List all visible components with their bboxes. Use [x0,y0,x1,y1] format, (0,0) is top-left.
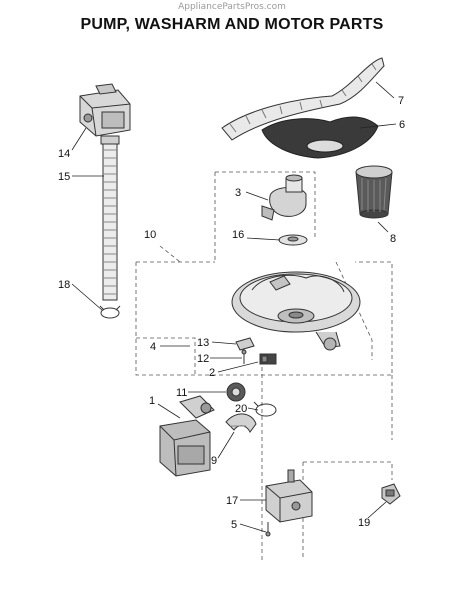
callout-15: 15 [58,171,70,183]
hose-clamp [99,305,121,319]
callout-labels: 7 6 14 15 3 8 10 16 18 13 4 12 2 1 11 20… [58,95,405,531]
callout-19: 19 [358,517,370,529]
spray-arm-mount [261,174,307,221]
callout-11: 11 [176,387,187,399]
clip [235,337,255,351]
watermark: AppliancePartsPros.com [178,2,286,12]
screw [241,349,247,364]
pump-motor [159,395,215,477]
filter-plate [261,116,379,159]
callout-5: 5 [231,519,237,531]
callout-10: 10 [144,229,156,241]
callout-9: 9 [211,455,217,467]
seal-block [259,353,277,365]
grommet [226,382,246,402]
assembly-outlines [135,171,393,560]
callout-18: 18 [58,279,70,291]
sump-housing [231,271,361,351]
callout-20: 20 [235,403,247,415]
leader-lines [71,81,397,533]
callout-13: 13 [197,337,209,349]
sensor [381,483,401,505]
callout-3: 3 [235,187,241,199]
filter-cylinder [355,165,393,219]
fitting [265,522,271,537]
callout-14: 14 [58,148,70,160]
callout-7: 7 [398,95,404,107]
elbow-hose [225,413,257,433]
upper-spray-arm [221,57,385,141]
callout-17: 17 [226,495,238,507]
callout-2: 2 [209,367,215,379]
callout-1: 1 [149,395,155,407]
clamp-ring [253,401,277,417]
callout-12: 12 [197,353,209,365]
callout-16: 16 [232,229,244,241]
page-title: PUMP, WASHARM AND MOTOR PARTS [80,16,384,33]
diverter-motor [79,83,131,137]
callout-8: 8 [390,233,396,245]
retainer-disc [278,234,308,246]
callout-4: 4 [150,341,156,353]
callout-6: 6 [399,119,405,131]
valve-block [265,469,313,523]
drain-hose [100,135,120,301]
